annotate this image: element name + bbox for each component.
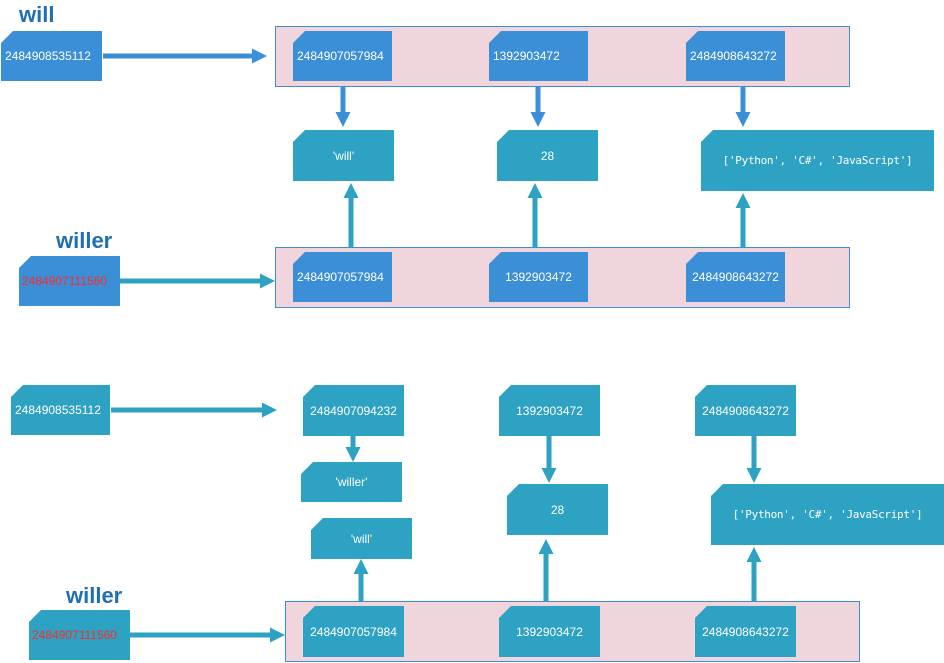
- b-object-new-name-str: 'willer': [301, 462, 402, 502]
- b-willer-list-item-2: 2484908643272: [695, 606, 796, 657]
- will-var-address: 2484908535112: [1, 31, 102, 81]
- b-will-var-address: 2484908535112: [11, 385, 110, 435]
- b-willer-var-address: 2484907111560: [29, 610, 130, 660]
- var-label-willer: willer: [56, 228, 113, 253]
- will-list-item-0: 2484907057984: [293, 31, 392, 81]
- b-ref-item-2: 2484908643272: [695, 385, 796, 436]
- willer-list-item-1: 1392903472: [489, 252, 588, 302]
- willer-var-address-text: 2484907111560: [22, 274, 107, 288]
- b-ref-item-0: 2484907094232: [303, 385, 404, 436]
- b-object-name-str: 'will': [311, 518, 412, 559]
- willer-list-item-2: 2484908643272: [686, 252, 785, 302]
- object-age-int: 28: [497, 130, 598, 181]
- b-willer-var-address-text: 2484907111560: [32, 628, 117, 642]
- b-object-langs-list: ['Python', 'C#', 'JavaScript']: [711, 484, 944, 545]
- var-label-will: will: [19, 2, 55, 27]
- b-object-age-int: 28: [507, 484, 608, 535]
- object-langs-list: ['Python', 'C#', 'JavaScript']: [701, 130, 934, 191]
- b-var-label-willer: willer: [66, 583, 123, 608]
- will-list-item-1: 1392903472: [489, 31, 588, 81]
- b-willer-list-item-0: 2484907057984: [303, 606, 404, 657]
- b-willer-list-item-1: 1392903472: [499, 606, 600, 657]
- b-ref-item-1: 1392903472: [499, 385, 600, 436]
- object-name-str: 'will': [293, 130, 394, 181]
- willer-list-item-0: 2484907057984: [293, 252, 392, 302]
- will-list-item-2: 2484908643272: [686, 31, 785, 81]
- willer-var-address: 2484907111560: [19, 256, 120, 306]
